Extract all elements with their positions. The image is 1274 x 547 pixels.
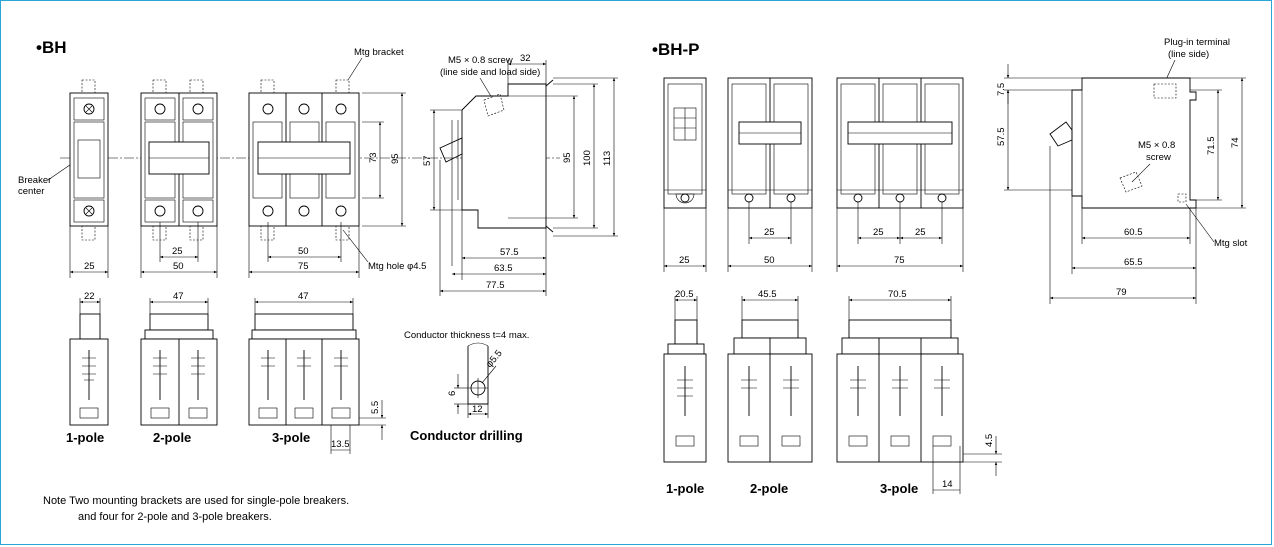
bh-dim-13-5: 13.5 bbox=[331, 439, 350, 450]
bhp-dim-7-5: 7.5 bbox=[996, 83, 1007, 96]
bh-dim-95: 95 bbox=[390, 153, 401, 164]
bhp-dim-45-5: 45.5 bbox=[758, 289, 777, 300]
screw-leader bbox=[479, 77, 493, 99]
mtg-slot-label: Mtg slot bbox=[1214, 238, 1248, 249]
bhp-label-1pole: 1-pole bbox=[666, 481, 704, 496]
bhp-dim-w25: 25 bbox=[679, 255, 690, 266]
bh-3pole-bottom bbox=[248, 313, 360, 426]
bhp-label-3pole: 3-pole bbox=[880, 481, 918, 496]
bhp-dim-4-5: 4.5 bbox=[984, 434, 995, 447]
bh-dim-113: 113 bbox=[602, 151, 613, 166]
conductor-title: Conductor drilling bbox=[410, 428, 523, 443]
bhp-dim-70-5: 70.5 bbox=[888, 289, 907, 300]
conductor-hole-dim: φ5.5 bbox=[484, 348, 505, 370]
mtg-bracket-label: Mtg bracket bbox=[354, 47, 404, 58]
bh-dim-47a: 47 bbox=[173, 291, 184, 302]
bh-dim-22: 22 bbox=[84, 291, 95, 302]
bh-dim-w75: 75 bbox=[298, 261, 309, 272]
bh-2pole-front bbox=[140, 79, 218, 241]
bhp-dim-71-5: 71.5 bbox=[1206, 137, 1217, 156]
bh-side-view bbox=[439, 79, 554, 233]
bhp-dim-w75: 75 bbox=[894, 255, 905, 266]
bhp-dim-60-5: 60.5 bbox=[1124, 227, 1143, 238]
bh-bottom-dims bbox=[79, 298, 386, 454]
plugin-label-2: (line side) bbox=[1168, 49, 1209, 60]
bhp-dim-74: 74 bbox=[1230, 137, 1241, 148]
bhp-3pole-bottom bbox=[836, 319, 964, 463]
bhp-dim-79: 79 bbox=[1116, 287, 1127, 298]
bhp-bottom-dims bbox=[674, 296, 1002, 494]
bhp-dim-p25a: 25 bbox=[873, 227, 884, 238]
bhp-screw-label-1: M5 × 0.8 bbox=[1138, 140, 1175, 151]
bhp-screw-label-2: screw bbox=[1146, 152, 1171, 163]
bhp-dim-65-5: 65.5 bbox=[1124, 257, 1143, 268]
bh-dim-47b: 47 bbox=[298, 291, 309, 302]
bhp-1pole-bottom bbox=[663, 319, 707, 463]
bh-dim-63-5: 63.5 bbox=[494, 263, 513, 274]
conductor-drilling-figure bbox=[454, 342, 497, 418]
bhp-label-2pole: 2-pole bbox=[750, 481, 788, 496]
bh-2pole-bottom bbox=[140, 313, 218, 426]
mtg-slot-leader bbox=[1185, 203, 1215, 243]
bh-dim-100: 100 bbox=[582, 150, 593, 166]
bhp-2pole-bottom bbox=[727, 319, 813, 463]
bhp-front-dims bbox=[663, 202, 964, 272]
bhp-dim-p25b: 25 bbox=[915, 227, 926, 238]
bh-dim-57-5: 57.5 bbox=[500, 247, 519, 258]
bhp-3pole-front bbox=[836, 77, 964, 209]
bhp-dim-14: 14 bbox=[942, 479, 953, 490]
bh-1pole-bottom bbox=[69, 313, 109, 426]
note-line-1: Note Two mounting brackets are used for … bbox=[43, 495, 349, 507]
bhp-screw-leader bbox=[1131, 163, 1151, 183]
bhp-2pole-front bbox=[727, 77, 813, 209]
breaker-center-label-1: Breaker bbox=[18, 175, 51, 186]
mtg-bracket-leader bbox=[347, 57, 363, 81]
bh-dim-side95: 95 bbox=[562, 152, 573, 163]
conductor-dim-6: 6 bbox=[447, 391, 458, 396]
bh-dim-32: 32 bbox=[520, 53, 531, 64]
bhp-1pole-front bbox=[663, 77, 707, 209]
bhp-dim-20-5: 20.5 bbox=[675, 289, 694, 300]
conductor-dim-12: 12 bbox=[472, 404, 483, 415]
bh-dim-pitch25: 25 bbox=[172, 246, 183, 257]
bhp-side-dims bbox=[1004, 64, 1246, 304]
bh-front-horizontal-dims bbox=[69, 222, 360, 278]
bh-dim-77-5: 77.5 bbox=[486, 280, 505, 291]
note-line-2: and four for 2-pole and 3-pole breakers. bbox=[78, 511, 272, 523]
bh-dim-5-5: 5.5 bbox=[370, 401, 381, 414]
bh-label-2pole: 2-pole bbox=[153, 430, 191, 445]
bhp-dim-w50: 50 bbox=[764, 255, 775, 266]
bh-dim-73: 73 bbox=[368, 152, 379, 163]
bh-dim-pitch50: 50 bbox=[298, 246, 309, 257]
bh-dim-w50: 50 bbox=[173, 261, 184, 272]
bhp-dim-p25: 25 bbox=[764, 227, 775, 238]
bh-side-dims bbox=[430, 60, 618, 296]
bh-label-3pole: 3-pole bbox=[272, 430, 310, 445]
bhp-dim-57-5: 57.5 bbox=[996, 128, 1007, 147]
screw-label-1: M5 × 0.8 screw bbox=[448, 55, 513, 66]
bh-dim-57: 57 bbox=[422, 155, 433, 166]
conductor-note: Conductor thickness t=4 max. bbox=[404, 330, 529, 341]
mtg-hole-label: Mtg hole φ4.5 bbox=[368, 261, 426, 272]
bh-label-1pole: 1-pole bbox=[66, 430, 104, 445]
bh-3pole-front bbox=[248, 79, 360, 241]
bh-title: •BH bbox=[36, 38, 67, 57]
bhp-title: •BH-P bbox=[652, 40, 700, 59]
screw-label-2: (line side and load side) bbox=[440, 67, 540, 78]
bh-1pole-front bbox=[69, 79, 109, 241]
bh-dim-w25: 25 bbox=[84, 261, 95, 272]
breaker-center-label-2: center bbox=[18, 186, 44, 197]
bh-front-vertical-dims bbox=[362, 92, 406, 227]
plugin-label-1: Plug-in terminal bbox=[1164, 37, 1230, 48]
mtg-hole-leader bbox=[342, 229, 369, 263]
